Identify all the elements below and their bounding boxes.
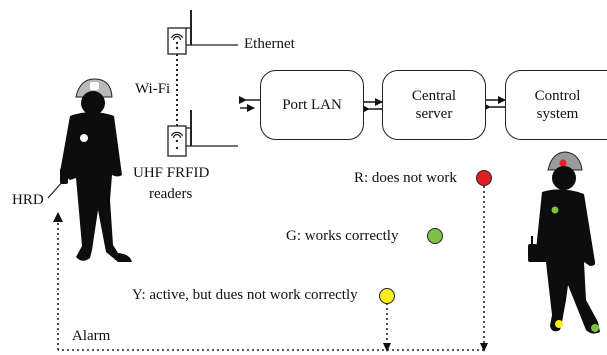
uhf-readers-label-2: readers bbox=[149, 186, 193, 202]
wifi-label: Wi-Fi bbox=[135, 81, 171, 97]
control-system-box: Control system bbox=[505, 70, 607, 140]
port-lan-label: Port LAN bbox=[282, 97, 342, 113]
uhf-reader-bottom-icon bbox=[167, 110, 192, 157]
status-red-dot bbox=[476, 170, 492, 186]
central-server-box: Central server bbox=[382, 70, 486, 140]
port-lan-box: Port LAN bbox=[260, 70, 364, 140]
status-red-label: R: does not work bbox=[354, 170, 457, 186]
control-system-label-2: system bbox=[536, 106, 579, 122]
worker-left-figure bbox=[60, 78, 132, 262]
control-system-label-1: Control bbox=[534, 88, 581, 104]
hrd-label: HRD bbox=[12, 192, 44, 208]
ethernet-label: Ethernet bbox=[244, 36, 295, 52]
alarm-label: Alarm bbox=[72, 328, 111, 344]
status-yellow-label: Y: active, but dues not work correctly bbox=[132, 287, 358, 303]
alarm-arrowhead-up bbox=[53, 212, 63, 222]
status-green-dot bbox=[427, 228, 443, 244]
central-server-label-2: server bbox=[415, 106, 453, 122]
worker-right-figure bbox=[528, 151, 600, 334]
uhf-reader-top-icon bbox=[167, 10, 192, 55]
uhf-readers-label-1: UHF FRFID bbox=[133, 165, 210, 181]
alarm-arrowhead-red bbox=[480, 343, 488, 352]
central-server-label-1: Central bbox=[411, 88, 457, 104]
status-green-label: G: works correctly bbox=[286, 228, 399, 244]
status-yellow-dot bbox=[379, 288, 395, 304]
alarm-lines bbox=[57, 186, 485, 351]
alarm-arrowhead-yellow bbox=[383, 343, 391, 352]
arrows-readers-lan bbox=[239, 96, 260, 112]
